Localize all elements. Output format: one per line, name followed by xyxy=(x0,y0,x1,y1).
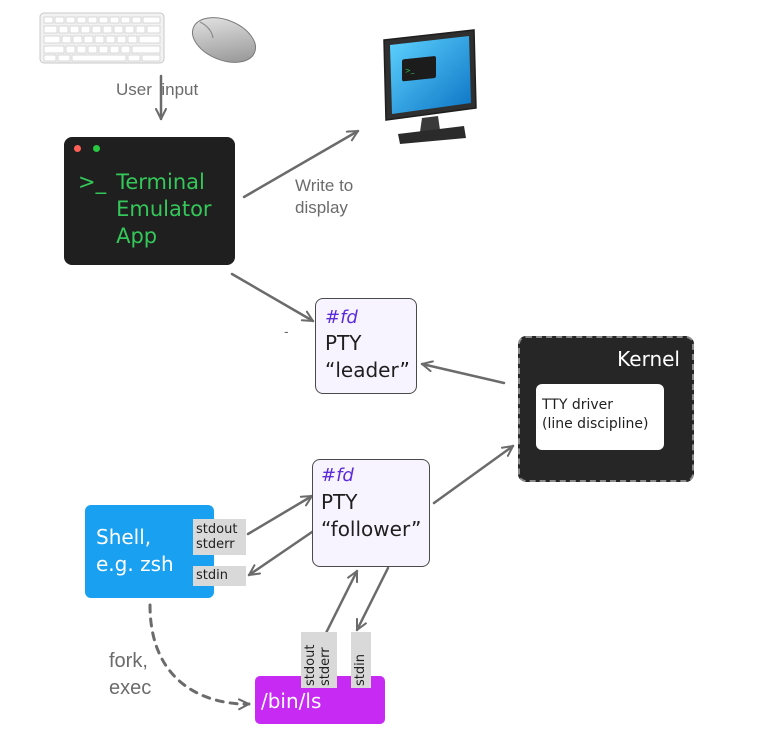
terminal-line-3: App xyxy=(116,224,158,248)
monitor-icon: >_ xyxy=(383,29,477,144)
prompt-icon: >_ xyxy=(78,170,107,194)
display-text: display xyxy=(295,198,348,217)
app-to-leader-arrow xyxy=(230,272,315,323)
pty-leader-label: PTY “leader” xyxy=(325,330,410,384)
write-display-arrow xyxy=(242,129,360,199)
svg-text:>_: >_ xyxy=(405,65,415,75)
follower-to-kernel-arrow xyxy=(432,444,515,505)
pty-leader-line2: “leader” xyxy=(325,358,410,382)
fork-exec-arrow xyxy=(148,603,251,711)
tty-driver-box: TTY driver (line discipline) xyxy=(536,384,664,450)
shell-stdout-text: stdout xyxy=(196,522,238,537)
ls-stdin-arrow xyxy=(355,566,390,632)
pty-follower-line1: PTY xyxy=(321,490,358,514)
write-to-text: Write to xyxy=(295,176,354,195)
shell-stderr-text: stderr xyxy=(196,537,235,552)
terminal-line-1: Terminal xyxy=(116,170,205,194)
stray-dash-mark: - xyxy=(284,323,289,339)
shell-box: Shell, e.g. zsh xyxy=(85,505,214,598)
terminal-label: >_ Terminal Emulator App xyxy=(78,169,212,250)
pty-follower-line2: “follower” xyxy=(321,517,422,541)
terminal-emulator-box: >_ Terminal Emulator App xyxy=(64,137,235,265)
pty-leader-fd: #fd xyxy=(325,307,358,328)
write-to-display-label: Write to display xyxy=(295,175,353,219)
pty-leader-box: #fd PTY “leader” xyxy=(315,298,417,394)
ls-stdin-text: stdin xyxy=(353,654,368,686)
mouse-icon xyxy=(191,17,257,63)
fork-exec-label: fork, exec xyxy=(109,648,151,702)
shell-line1: Shell, xyxy=(96,525,152,549)
ls-stdin-tag: stdin xyxy=(351,632,371,688)
shell-stdin-arrow xyxy=(247,530,314,577)
shell-stdout-arrow xyxy=(246,494,314,536)
keyboard-icon xyxy=(39,12,165,64)
shell-line2: e.g. zsh xyxy=(96,552,174,576)
terminal-line-2: Emulator xyxy=(116,197,212,221)
ls-stdout-arrow xyxy=(324,569,359,635)
kernel-to-leader-arrow xyxy=(420,360,506,385)
ls-stdout-stderr-tag: stdout stderr xyxy=(301,632,337,688)
shell-label: Shell, e.g. zsh xyxy=(96,524,174,578)
shell-stdin-tag: stdin xyxy=(193,566,246,586)
tty-driver-line1: TTY driver xyxy=(542,397,614,413)
user-input-label: User input xyxy=(116,80,199,99)
tty-driver-line2: (line discipline) xyxy=(542,416,649,432)
ls-stderr-text: stderr xyxy=(318,647,333,686)
bin-ls-label: /bin/ls xyxy=(261,689,322,713)
ls-stdout-text: stdout xyxy=(303,644,318,686)
shell-stdout-stderr-tag: stdout stderr xyxy=(193,519,246,555)
shell-stdin-text: stdin xyxy=(196,568,228,583)
pty-follower-box: #fd PTY “follower” xyxy=(312,459,430,567)
pty-leader-line1: PTY xyxy=(325,331,362,355)
window-close-dot xyxy=(74,145,81,152)
exec-text: exec xyxy=(109,677,152,699)
window-maximize-dot xyxy=(93,145,100,152)
kernel-box: Kernel TTY driver (line discipline) xyxy=(518,336,694,482)
fork-text: fork, xyxy=(109,650,148,672)
pty-follower-fd: #fd xyxy=(321,465,354,486)
kernel-title: Kernel xyxy=(617,347,680,371)
pty-follower-label: PTY “follower” xyxy=(321,489,421,543)
